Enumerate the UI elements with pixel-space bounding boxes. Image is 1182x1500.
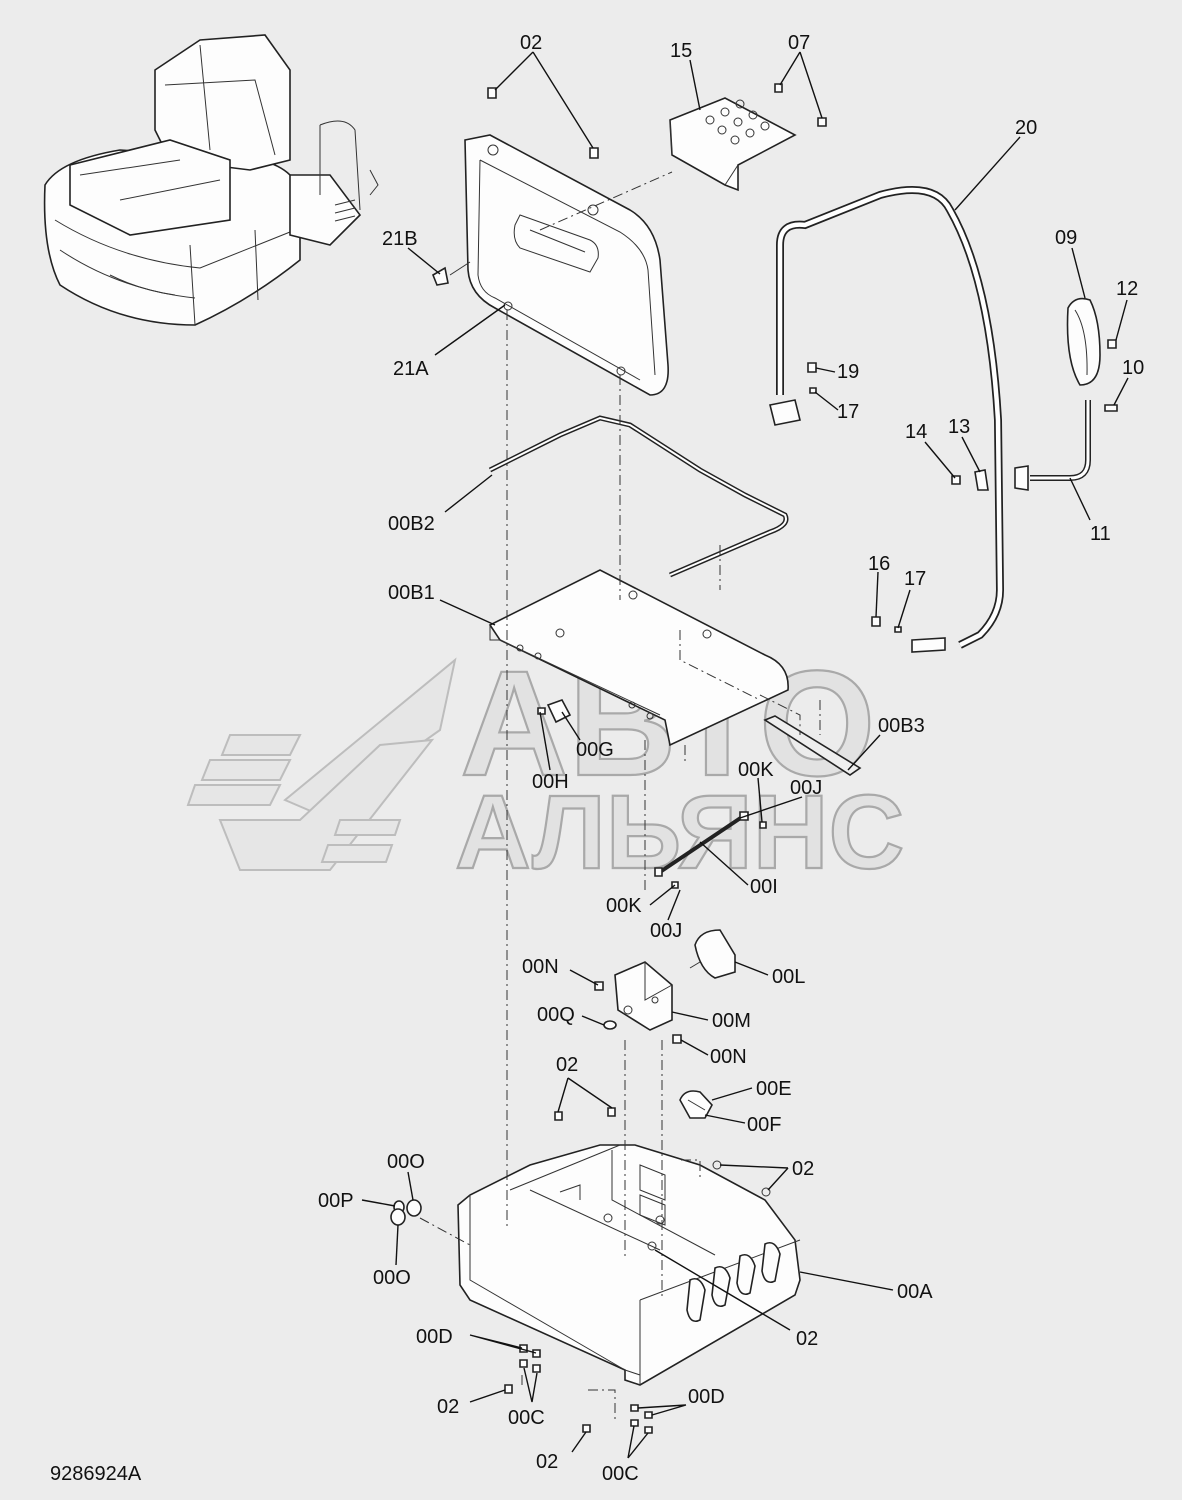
callout-02-right: 02 xyxy=(792,1158,814,1180)
callout-09: 09 xyxy=(1055,227,1077,249)
callout-00j-b: 00J xyxy=(650,920,682,942)
callout-20: 20 xyxy=(1015,117,1037,139)
callout-00q: 00Q xyxy=(537,1004,575,1026)
bracket-00M xyxy=(594,961,682,1044)
callout-17b: 17 xyxy=(904,568,926,590)
callout-00i: 00I xyxy=(750,876,778,898)
base-frame-00A xyxy=(390,1107,801,1434)
callout-14: 14 xyxy=(905,421,927,443)
cover-00L xyxy=(689,929,736,979)
assembly-centerlines xyxy=(419,171,821,1420)
callout-00g: 00G xyxy=(576,739,614,761)
callout-00d-b: 00D xyxy=(688,1386,725,1408)
watermark-line2: АЛЬЯНС xyxy=(455,774,904,891)
plate-15 xyxy=(487,83,827,192)
callout-17a: 17 xyxy=(837,401,859,423)
callout-00e: 00E xyxy=(756,1078,792,1100)
callout-07: 07 xyxy=(788,32,810,54)
callout-02-lower: 02 xyxy=(796,1328,818,1350)
seal-00B2 xyxy=(488,415,789,578)
callout-00h: 00H xyxy=(532,771,569,793)
callout-00c-b: 00C xyxy=(602,1463,639,1485)
callout-16: 16 xyxy=(868,553,890,575)
callout-00j-a: 00J xyxy=(790,777,822,799)
callout-02-bottom-left: 02 xyxy=(437,1396,459,1418)
callout-00b1: 00B1 xyxy=(388,582,435,604)
callout-00o-b: 00O xyxy=(373,1267,411,1289)
callout-00n-a: 00N xyxy=(522,956,559,978)
callout-00b3: 00B3 xyxy=(878,715,925,737)
callout-15: 15 xyxy=(670,40,692,62)
callout-21b: 21B xyxy=(382,228,418,250)
callout-00c-a: 00C xyxy=(508,1407,545,1429)
callout-00m: 00M xyxy=(712,1010,751,1032)
latch-00E xyxy=(679,1090,713,1119)
callout-11: 11 xyxy=(1090,523,1111,545)
drawing-number: 9286924A xyxy=(50,1463,142,1485)
watermark-logo: АВТО АЛЬЯНС xyxy=(186,638,905,892)
callout-02-mid: 02 xyxy=(556,1054,578,1076)
callout-00n-b: 00N xyxy=(710,1046,747,1068)
side-panel xyxy=(432,134,669,396)
callout-02-bottom: 02 xyxy=(536,1451,558,1473)
callout-00l: 00L xyxy=(772,966,805,988)
callout-labels: 02 15 07 20 21B 21A 09 12 19 10 17 14 13… xyxy=(318,32,1144,1485)
callout-10: 10 xyxy=(1122,357,1144,379)
callout-00f: 00F xyxy=(747,1114,781,1136)
callout-00a: 00A xyxy=(897,1281,933,1303)
callout-00d-a: 00D xyxy=(416,1326,453,1348)
callout-19: 19 xyxy=(837,361,859,383)
callout-02-top: 02 xyxy=(520,32,542,54)
leader-lines xyxy=(361,51,1129,1459)
callout-00p: 00P xyxy=(318,1190,354,1212)
callout-13: 13 xyxy=(948,416,970,438)
floor-plate-00B1 xyxy=(488,569,862,776)
callout-12: 12 xyxy=(1116,278,1138,300)
callout-21a: 21A xyxy=(393,358,429,380)
excavator-overview xyxy=(43,34,379,326)
callout-00k-b: 00K xyxy=(606,895,642,917)
callout-00b2: 00B2 xyxy=(388,513,435,535)
callout-00k-a: 00K xyxy=(738,759,774,781)
handrail-20 xyxy=(769,186,1005,653)
callout-00o-a: 00O xyxy=(387,1151,425,1173)
mirror-09 xyxy=(951,297,1118,491)
